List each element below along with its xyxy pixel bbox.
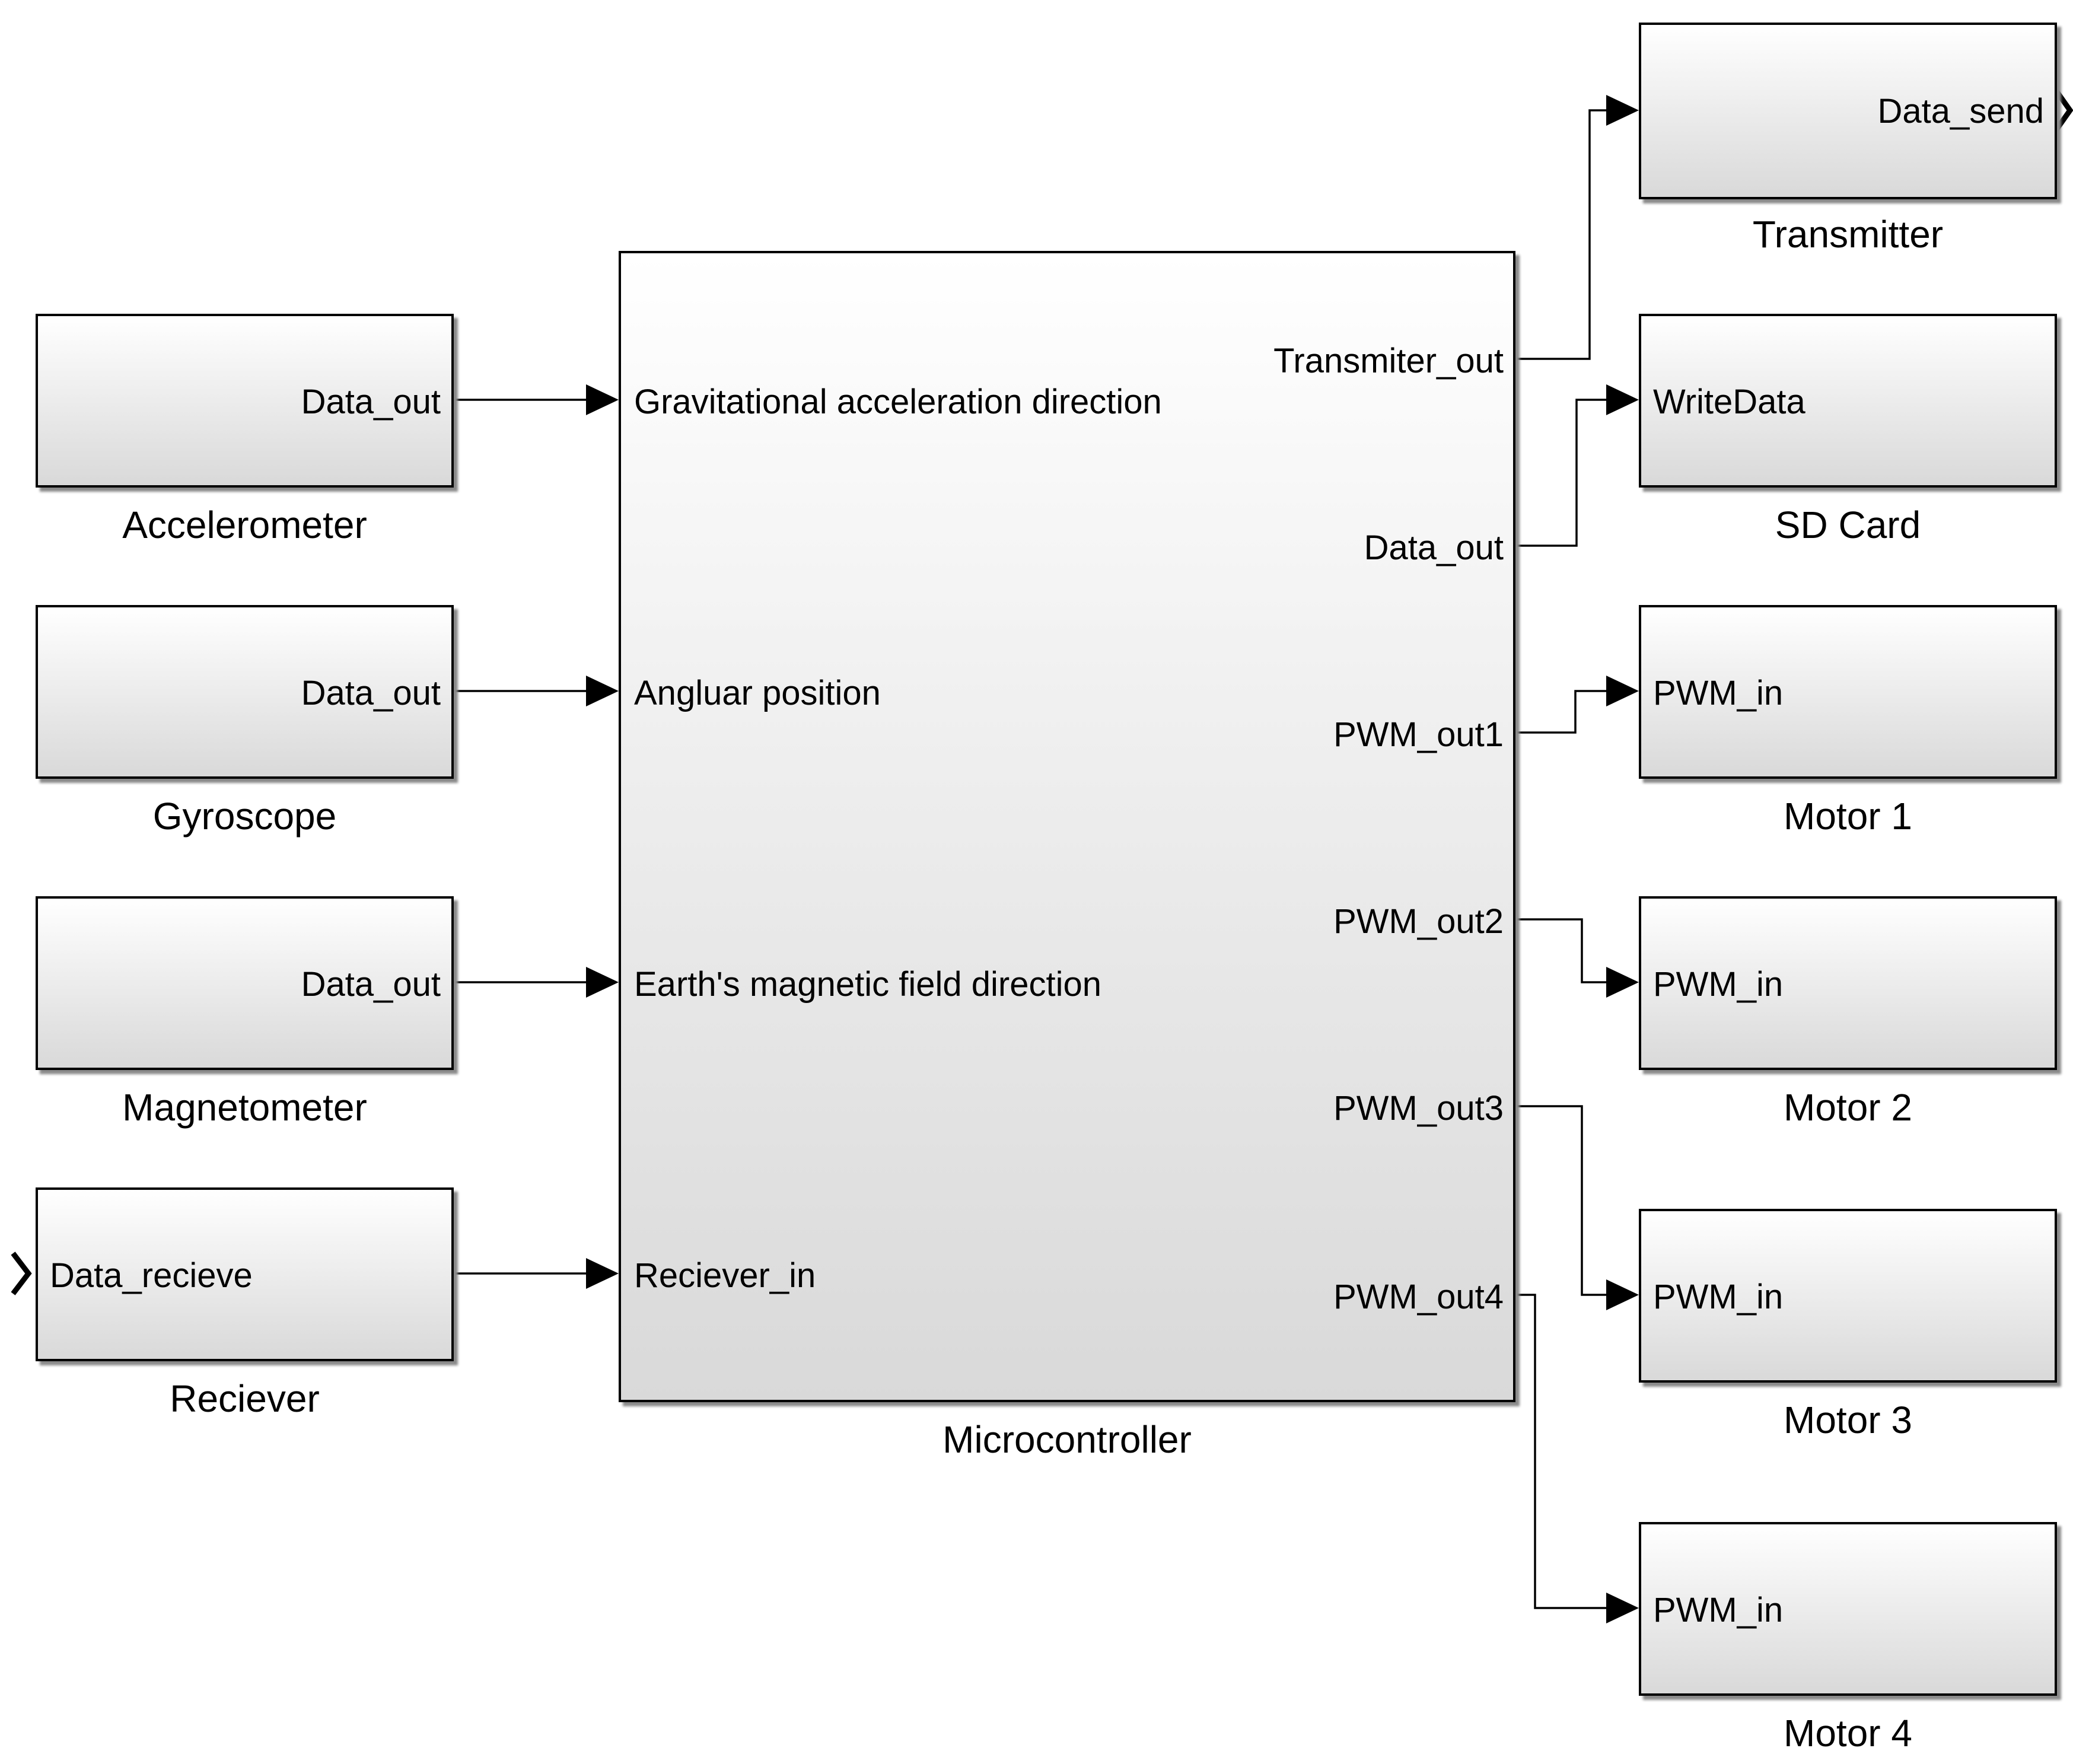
mcu-output-transmiter-out: Transmiter_out — [1273, 342, 1504, 380]
mcu-input-reciever-in: Reciever_in — [634, 1256, 816, 1295]
mcu-output-pwm-out4: PWM_out4 — [1333, 1278, 1504, 1316]
arrowhead — [1606, 1593, 1639, 1623]
motor2-pwm-in-port: PWM_in — [1653, 965, 1784, 1004]
wire-motor1 — [1515, 690, 1613, 734]
gyroscope-label: Gyroscope — [152, 795, 337, 838]
magnetometer-data-out-port: Data_out — [301, 965, 441, 1004]
sd-card-block[interactable]: WriteData — [1639, 314, 2057, 488]
mcu-input-gravitational: Gravitational acceleration direction — [634, 383, 1162, 421]
mcu-input-magnetic-field: Earth's magnetic field direction — [634, 965, 1102, 1004]
wire-motor3 — [1515, 1105, 1613, 1296]
external-output-chevron-icon — [2053, 88, 2073, 132]
magnetometer-label: Magnetometer — [122, 1086, 367, 1129]
wire-motor2 — [1515, 918, 1613, 983]
accelerometer-label: Accelerometer — [122, 504, 367, 546]
wire-sdcard — [1515, 399, 1613, 547]
microcontroller-block[interactable]: Gravitational acceleration direction Ang… — [619, 251, 1515, 1402]
arrowhead — [1606, 95, 1639, 126]
wire-motor4 — [1515, 1294, 1613, 1609]
gyroscope-block[interactable]: Data_out — [36, 605, 454, 779]
microcontroller-label: Microcontroller — [942, 1418, 1192, 1461]
mcu-output-pwm-out3: PWM_out3 — [1333, 1089, 1504, 1128]
motor1-label: Motor 1 — [1784, 795, 1912, 838]
arrowhead — [586, 384, 619, 415]
mcu-output-pwm-out1: PWM_out1 — [1333, 715, 1504, 754]
arrowhead — [1606, 384, 1639, 415]
arrowhead — [586, 967, 619, 998]
arrowhead — [586, 1258, 619, 1289]
motor2-label: Motor 2 — [1784, 1086, 1912, 1129]
accelerometer-block[interactable]: Data_out — [36, 314, 454, 488]
arrowhead — [1606, 676, 1639, 706]
sd-card-label: SD Card — [1775, 504, 1921, 546]
receiver-data-recieve-port: Data_recieve — [50, 1256, 253, 1295]
wire-transmitter — [1515, 109, 1613, 360]
motor3-pwm-in-port: PWM_in — [1653, 1278, 1784, 1316]
arrowhead — [1606, 1279, 1639, 1310]
motor1-block[interactable]: PWM_in — [1639, 605, 2057, 779]
arrowhead — [586, 676, 619, 706]
magnetometer-block[interactable]: Data_out — [36, 896, 454, 1070]
receiver-block[interactable]: Data_recieve — [36, 1187, 454, 1361]
mcu-input-angular-position: Angluar position — [634, 674, 881, 712]
motor3-label: Motor 3 — [1784, 1399, 1912, 1441]
accelerometer-data-out-port: Data_out — [301, 383, 441, 421]
motor3-block[interactable]: PWM_in — [1639, 1209, 2057, 1383]
external-input-chevron-icon — [11, 1252, 32, 1295]
mcu-output-pwm-out2: PWM_out2 — [1333, 902, 1504, 941]
mcu-output-data-out: Data_out — [1364, 528, 1504, 567]
arrowhead — [1606, 967, 1639, 998]
transmitter-block[interactable]: Data_send — [1639, 23, 2057, 199]
receiver-label: Reciever — [170, 1377, 320, 1420]
sd-card-writedata-port: WriteData — [1653, 383, 1805, 421]
transmitter-data-send-port: Data_send — [1877, 92, 2044, 130]
motor2-block[interactable]: PWM_in — [1639, 896, 2057, 1070]
motor4-label: Motor 4 — [1784, 1712, 1912, 1755]
motor4-pwm-in-port: PWM_in — [1653, 1591, 1784, 1629]
motor4-block[interactable]: PWM_in — [1639, 1522, 2057, 1696]
gyroscope-data-out-port: Data_out — [301, 674, 441, 712]
motor1-pwm-in-port: PWM_in — [1653, 674, 1784, 712]
transmitter-label: Transmitter — [1752, 213, 1944, 256]
